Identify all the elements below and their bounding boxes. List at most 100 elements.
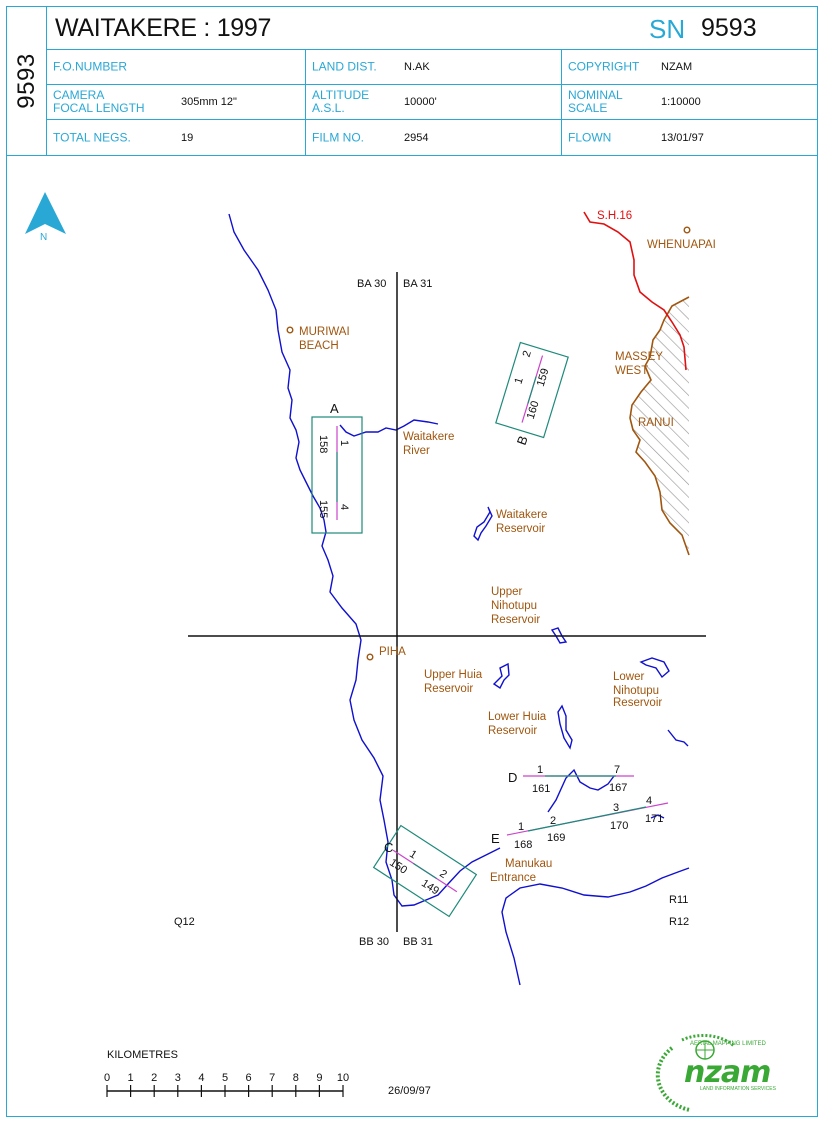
sn-label: SN	[649, 14, 686, 44]
upper-huia-reservoir-shape	[492, 662, 510, 690]
label-lower-nihotupu-1: Lower	[613, 671, 644, 683]
label-muriwai-2: BEACH	[299, 340, 339, 352]
logo-wordmark: nzam	[684, 1055, 770, 1090]
run-d-end-photo: 7	[614, 764, 620, 776]
label-upper-nihotupu-1: Upper	[491, 586, 522, 598]
label-piha: PIHA	[379, 646, 406, 658]
scale-tick-label: 4	[198, 1072, 204, 1084]
run-b-end-neg: 159	[535, 367, 552, 388]
place-marker-muriwai	[286, 326, 294, 334]
label-waitakere-reservoir-2: Reservoir	[496, 523, 545, 535]
logo-ring-text: AERIAL MAPPING LIMITED	[690, 1041, 766, 1047]
run-e-photo-3: 3	[613, 802, 619, 814]
run-label-a: A	[330, 401, 339, 416]
north-label: N	[40, 232, 47, 243]
stream-line-2	[547, 768, 615, 813]
run-label-d: D	[508, 770, 517, 785]
info-label: FLOWN	[568, 130, 612, 144]
info-row-1: F.O.NUMBER LAND DIST. N.AK COPYRIGHT NZA…	[47, 50, 818, 85]
label-upper-nihotupu-3: Reservoir	[491, 614, 540, 626]
label-waitakere-river-1: Waitakere	[403, 431, 454, 443]
info-value: 10000'	[404, 96, 437, 108]
run-label-e: E	[491, 831, 500, 846]
grid-label-ba31: BA 31	[403, 278, 432, 290]
scale-tick-label: 1	[128, 1072, 134, 1084]
label-upper-huia-1: Upper Huia	[424, 669, 483, 681]
manukau-harbour-shoreline	[501, 867, 690, 986]
run-b-start-photo: 1	[513, 376, 526, 385]
grid-label-r12: R12	[669, 916, 689, 928]
run-c-start-photo: 1	[407, 848, 419, 861]
grid-label-bb31: BB 31	[403, 936, 433, 948]
title-row: WAITAKERE : 1997 SN 9593	[47, 6, 818, 50]
label-massey-2: WEST	[615, 365, 648, 377]
run-e-neg-3: 170	[610, 820, 628, 832]
scale-tick-label: 10	[337, 1072, 349, 1084]
label-massey-1: MASSEY	[615, 351, 663, 363]
grid-label-r11: R11	[669, 894, 688, 906]
run-d-end-neg: 167	[609, 782, 627, 794]
info-label: CAMERA FOCAL LENGTH	[53, 88, 145, 115]
north-arrow-icon: N	[25, 192, 66, 243]
label-lower-nihotupu-2: Nihotupu	[613, 685, 659, 697]
info-value: 19	[181, 131, 194, 144]
place-marker-piha	[366, 653, 374, 661]
label-ranui: RANUI	[638, 417, 674, 429]
run-a-end-photo: 4	[338, 504, 350, 510]
urban-area-hatch	[630, 297, 689, 555]
label-lower-huia-1: Lower Huia	[488, 711, 547, 723]
run-e-neg-4: 171	[645, 813, 663, 825]
info-cell-camera: CAMERA FOCAL LENGTH 305mm 12"	[47, 85, 305, 119]
flight-run-b: 1 2 160 159 B	[495, 341, 569, 447]
info-value: 305mm 12"	[181, 96, 237, 108]
stream-line-1	[667, 729, 689, 747]
run-a-end-neg: 155	[317, 500, 329, 518]
grid-label-ba30: BA 30	[357, 278, 386, 290]
info-value: 1:10000	[661, 96, 701, 108]
west-coastline	[228, 213, 501, 907]
info-label: COPYRIGHT	[568, 59, 640, 74]
run-e-photo-2: 2	[550, 815, 556, 827]
flight-run-e: E 1 2 3 4 168 169 170 171	[491, 795, 669, 851]
run-c-end-photo: 2	[437, 868, 449, 881]
run-e-photo-1: 1	[518, 821, 524, 833]
waitakere-river-line	[339, 419, 439, 437]
lower-huia-reservoir-shape	[557, 704, 573, 750]
scale-tick-label: 8	[293, 1072, 299, 1084]
info-cell-fo-number: F.O.NUMBER	[47, 50, 305, 84]
label-muriwai-1: MURIWAI	[299, 326, 350, 338]
run-e-photo-4: 4	[646, 795, 652, 807]
info-value: N.AK	[404, 61, 430, 73]
flight-run-d: D 1 7 161 167	[508, 764, 634, 795]
label-whenuapai: WHENUAPAI	[647, 239, 716, 251]
grid-label-q12: Q12	[174, 916, 195, 928]
run-d-start-photo: 1	[537, 764, 543, 776]
sheet-title: WAITAKERE : 1997	[55, 14, 272, 42]
scale-tick-label: 9	[316, 1072, 322, 1084]
nzam-logo: AERIAL MAPPING LIMITED nzam LAND INFORMA…	[655, 1033, 777, 1112]
info-cell-nominal-scale: NOMINAL SCALE 1:10000	[561, 85, 818, 119]
run-e-neg-2: 169	[547, 832, 565, 844]
info-row-2: CAMERA FOCAL LENGTH 305mm 12" ALTITUDE A…	[47, 85, 818, 120]
scale-title: KILOMETRES	[107, 1049, 178, 1061]
photo-frame-run-a	[311, 416, 363, 534]
label-lower-huia-2: Reservoir	[488, 725, 537, 737]
run-d-start-neg: 161	[532, 783, 550, 795]
map-sheet-frame	[6, 6, 818, 1117]
info-cell-copyright: COPYRIGHT NZAM	[561, 50, 818, 84]
label-waitakere-reservoir-1: Waitakere	[496, 509, 547, 521]
info-value: 13/01/97	[661, 131, 704, 144]
run-b-end-photo: 2	[521, 349, 534, 358]
label-lower-nihotupu-3: Reservoir	[613, 697, 662, 709]
photo-frame-run-b	[495, 341, 569, 439]
flight-line-run-e-segment	[527, 806, 647, 832]
info-label: ALTITUDE A.S.L.	[312, 88, 370, 115]
run-label-c: C	[384, 840, 393, 855]
run-e-neg-1: 168	[514, 839, 532, 851]
sheet-side-number-box: 9593	[7, 6, 47, 156]
urban-boundary-line	[629, 296, 690, 556]
sh16-road-line	[583, 211, 687, 371]
place-marker-whenuapai	[683, 226, 691, 234]
